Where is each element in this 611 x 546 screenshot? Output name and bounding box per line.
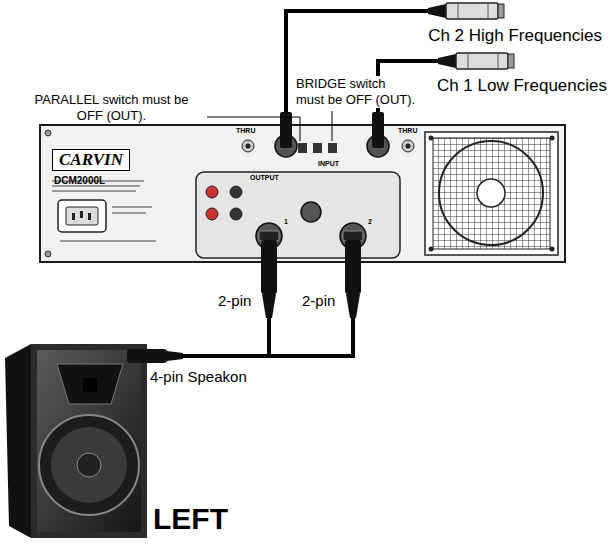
section-label: OUTPUT — [250, 174, 279, 182]
jack-label: THRU — [236, 127, 255, 135]
speakon-plug — [259, 231, 363, 318]
speaker-cabinet: LEFT — [5, 330, 235, 542]
xlr-input-cable: Ch 1 Low Frequencies — [410, 50, 609, 98]
channel-label: Ch 1 Low Frequencies — [410, 76, 609, 96]
switch-note: BRIDGE switch must be OFF (OUT). — [296, 76, 416, 108]
channel-number: 1 — [284, 218, 288, 226]
xlr-female-connector — [410, 50, 520, 74]
connector-type-label: 2-pin — [302, 292, 335, 309]
spec-print — [52, 180, 156, 242]
speaker-side-label: LEFT — [153, 502, 228, 536]
connector-type-label: 2-pin — [218, 292, 251, 309]
channel-label: Ch 2 High Frequencies — [400, 26, 604, 46]
xlr-female-connector — [400, 0, 510, 24]
fan-grille — [425, 132, 558, 255]
speaker-wire — [269, 318, 353, 356]
power-inlet — [58, 200, 106, 232]
switch-note: PARALLEL switch must be OFF (OUT). — [24, 92, 199, 124]
amplifier-panel — [40, 125, 565, 262]
leader-line — [207, 111, 332, 141]
amplifier-rear-panel: CARVIN DCM2000L — [40, 125, 565, 262]
model-number: DCM2000L — [54, 175, 105, 186]
xlr-input-cable: Ch 2 High Frequencies — [400, 0, 604, 48]
output-section — [196, 172, 400, 258]
input-section — [242, 135, 414, 157]
connector-type-label: 4-pin Speakon — [150, 368, 247, 385]
brand-logo: CARVIN — [52, 149, 130, 171]
channel-number: 2 — [368, 218, 372, 226]
jack-label: THRU — [398, 127, 417, 135]
section-label: INPUT — [318, 160, 339, 168]
